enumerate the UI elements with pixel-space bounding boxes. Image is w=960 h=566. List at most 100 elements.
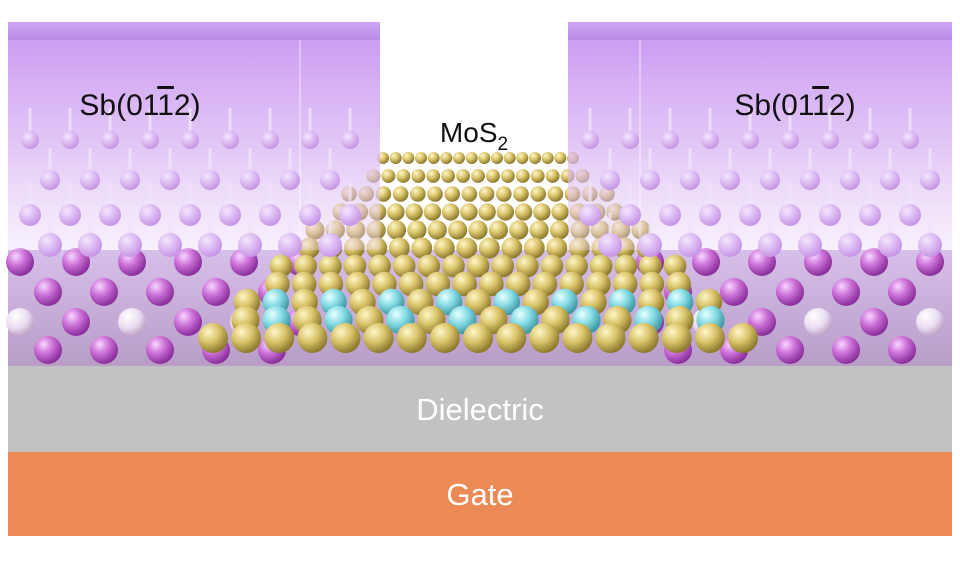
- sb-atom: [34, 336, 62, 364]
- sb-atom: [181, 131, 199, 149]
- s-atom: [402, 152, 415, 164]
- sb-atom: [34, 278, 62, 306]
- sb-atom: [118, 308, 146, 336]
- sb-atom: [90, 336, 118, 364]
- sb-atom: [776, 278, 804, 306]
- s-atom: [465, 152, 478, 164]
- sb-atom: [888, 336, 916, 364]
- s-atom: [318, 254, 342, 278]
- left-contact-block: [8, 22, 380, 257]
- s-atom: [461, 186, 478, 202]
- s-atom: [540, 254, 564, 278]
- sb-atom: [861, 131, 879, 149]
- s-atom: [468, 220, 488, 240]
- sb-atom: [341, 131, 359, 149]
- sb-atom: [860, 248, 888, 276]
- s-atom: [386, 220, 407, 240]
- right-contact-block: [568, 22, 952, 257]
- s-atom: [547, 186, 564, 202]
- s-atom: [429, 323, 460, 353]
- left-contact-bar-digit: 1: [157, 89, 174, 122]
- sb-atom: [840, 170, 860, 190]
- sb-atom: [880, 170, 900, 190]
- s-atom: [464, 288, 492, 316]
- s-atom: [515, 169, 530, 183]
- sb-atom: [832, 278, 860, 306]
- sb-atom: [878, 233, 902, 257]
- sb-atom: [261, 131, 279, 149]
- s-atom: [392, 254, 416, 278]
- s-atom: [441, 254, 465, 278]
- sb-atom: [720, 170, 740, 190]
- sb-atom: [899, 204, 921, 226]
- s-atom: [423, 203, 442, 221]
- s-atom: [514, 203, 533, 221]
- s-atom: [478, 203, 496, 221]
- s-atom: [389, 152, 402, 164]
- s-atom: [396, 169, 411, 183]
- left-contact-label: Sb(0112): [79, 89, 200, 122]
- channel-label: MoS2: [440, 117, 508, 155]
- sb-atom: [600, 170, 620, 190]
- s-atom: [479, 271, 504, 297]
- sb-atom: [798, 233, 822, 257]
- s-atom: [551, 203, 569, 221]
- sb-atom: [339, 204, 361, 226]
- s-atom: [541, 152, 554, 164]
- s-atom: [381, 169, 396, 183]
- sb-atom: [638, 233, 662, 257]
- s-atom: [264, 323, 295, 353]
- s-atom: [546, 237, 568, 259]
- s-atom: [426, 169, 441, 183]
- s-atom: [500, 169, 515, 183]
- sb-atom: [621, 131, 639, 149]
- sb-atom: [916, 308, 944, 336]
- right-contact-label: Sb(0112): [734, 89, 855, 122]
- sb-atom: [200, 170, 220, 190]
- sb-atom: [804, 308, 832, 336]
- s-atom: [415, 152, 427, 164]
- s-atom: [363, 323, 394, 353]
- sb-atom: [758, 233, 782, 257]
- sb-atom: [99, 204, 121, 226]
- s-atom: [491, 254, 515, 278]
- s-atom: [530, 169, 545, 183]
- sb-atom: [238, 233, 262, 257]
- s-atom: [441, 169, 456, 183]
- sb-atom: [760, 170, 780, 190]
- s-atom: [661, 323, 692, 353]
- sb-atom: [179, 204, 201, 226]
- sb-atom: [90, 278, 118, 306]
- sb-atom: [720, 278, 748, 306]
- s-atom: [549, 220, 570, 240]
- s-atom: [516, 152, 529, 164]
- sb-atom: [838, 233, 862, 257]
- sb-atom: [819, 204, 841, 226]
- s-atom: [433, 237, 455, 259]
- sb-atom: [160, 170, 180, 190]
- s-atom: [488, 220, 508, 240]
- sb-atom: [221, 131, 239, 149]
- sb-atom: [718, 233, 742, 257]
- sb-atom: [146, 336, 174, 364]
- sb-atom: [661, 131, 679, 149]
- s-atom: [471, 169, 485, 183]
- left-contact-hanging-atoms: [19, 108, 361, 257]
- sb-atom: [38, 233, 62, 257]
- dielectric-layer: [8, 366, 952, 452]
- sb-atom: [776, 336, 804, 364]
- s-atom: [368, 254, 391, 278]
- sb-atom: [659, 204, 681, 226]
- s-atom: [387, 203, 405, 221]
- s-atom: [529, 152, 541, 164]
- s-atom: [515, 254, 539, 278]
- sb-atom: [860, 308, 888, 336]
- sb-atom: [821, 131, 839, 149]
- s-atom: [452, 271, 477, 297]
- s-atom: [440, 152, 453, 164]
- s-atom: [530, 186, 546, 202]
- s-atom: [444, 186, 461, 202]
- s-atom: [478, 237, 500, 259]
- sb-atom: [741, 131, 759, 149]
- s-atom: [513, 186, 529, 202]
